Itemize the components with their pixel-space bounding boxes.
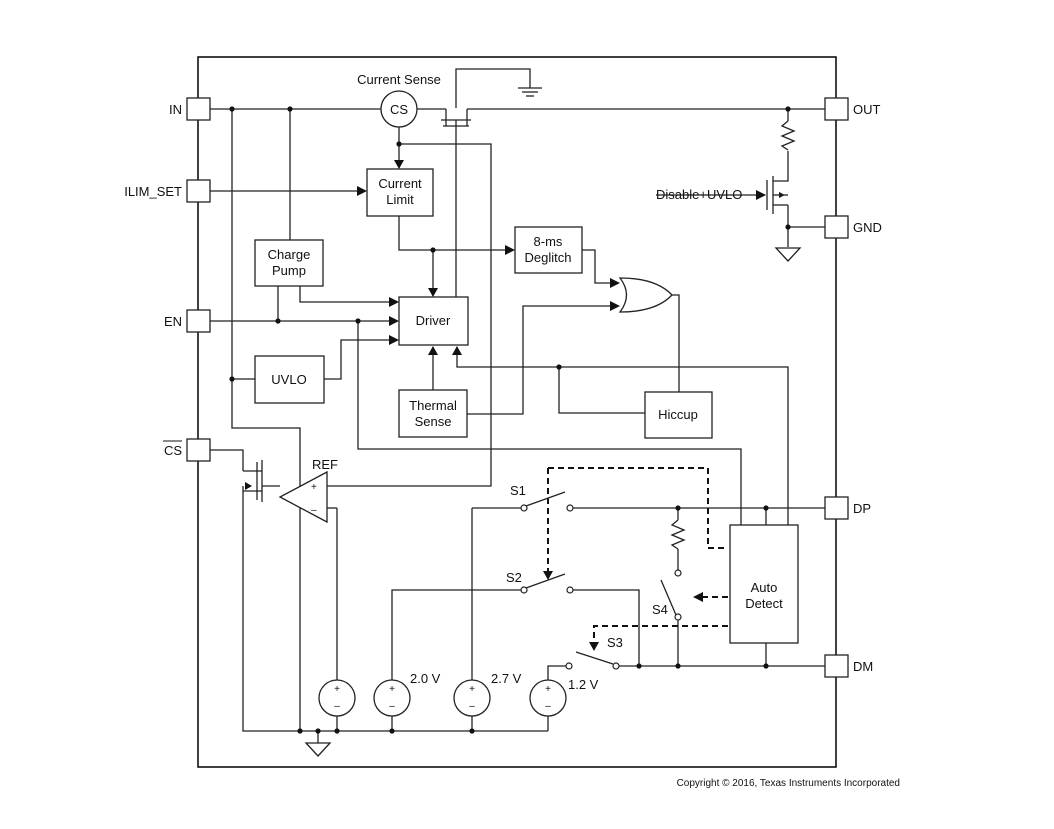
deglitch-block	[514, 226, 583, 274]
uvlo-block	[254, 355, 325, 404]
pin-en-label: EN	[164, 314, 182, 329]
thermal-sense-label-2: Sense	[415, 414, 452, 429]
current-limit-label-1: Current	[378, 176, 422, 191]
pin-in	[186, 97, 211, 121]
source-2v0-label: 2.0 V	[410, 671, 441, 686]
source-1v2-minus: –	[545, 701, 551, 712]
switch-s4	[660, 569, 682, 621]
deglitch-label-2: Deglitch	[525, 250, 572, 265]
pin-ilim-set-label: ILIM_SET	[124, 184, 182, 199]
wires	[210, 68, 825, 743]
pin-out	[824, 97, 849, 121]
disable-uvlo-label: Disable+UVLO	[656, 187, 742, 202]
charge-pump-label-2: Pump	[272, 263, 306, 278]
switch-s1-label: S1	[510, 483, 526, 498]
pin-dm-label: DM	[853, 659, 873, 674]
ground-symbol-gnd	[774, 247, 802, 262]
pin-ilim-set	[186, 179, 211, 203]
thermal-sense-block	[398, 389, 468, 438]
switch-s4-label: S4	[652, 602, 668, 617]
switch-s3	[565, 651, 620, 670]
source-1v2-label: 1.2 V	[568, 677, 599, 692]
source-2v0-minus: –	[389, 701, 395, 712]
arrow-into-current-limit-left	[357, 186, 367, 196]
switch-s2	[520, 573, 574, 594]
switch-s3-label: S3	[607, 635, 623, 650]
ref-label: REF	[312, 457, 338, 472]
current-limit-block	[366, 168, 434, 217]
arrow-disable-gate	[756, 190, 766, 200]
source-2v7-plus: +	[469, 684, 475, 695]
arrow-nmos-source	[245, 482, 252, 490]
pin-gnd	[824, 215, 849, 239]
auto-detect-block	[729, 524, 799, 644]
arrow-driver-from-hiccup	[452, 346, 462, 355]
pin-in-label: IN	[169, 102, 182, 117]
switch-s1	[520, 491, 574, 512]
current-sense-circle	[380, 90, 418, 128]
current-sense-label: Current Sense	[357, 72, 441, 87]
junction-dots	[229, 106, 791, 734]
ground-symbol-bottom	[304, 742, 332, 757]
arrow-to-s3	[589, 642, 599, 651]
pin-dp	[824, 496, 849, 520]
arrow-into-current-limit-top	[394, 160, 404, 169]
current-limit-label-2: Limit	[386, 192, 414, 207]
source-2v7-label: 2.7 V	[491, 671, 522, 686]
driver-block	[398, 296, 469, 346]
source-ref: + –	[318, 679, 356, 717]
driver-label: Driver	[416, 313, 451, 328]
switch-s2-label: S2	[506, 570, 522, 585]
thermal-sense-label-1: Thermal	[409, 398, 457, 413]
hiccup-label: Hiccup	[658, 407, 698, 422]
ref-comparator	[278, 470, 328, 524]
auto-detect-label-1: Auto	[751, 580, 778, 595]
power-fet	[441, 109, 471, 127]
ground-symbol-top	[518, 87, 542, 97]
source-2v0: + –	[373, 679, 411, 717]
arrow-into-deglitch	[505, 245, 515, 255]
comparator-plus: +	[311, 482, 317, 493]
arrow-into-driver-3	[389, 335, 399, 345]
pins	[186, 97, 849, 678]
pin-cs-label: CS	[164, 443, 182, 458]
hiccup-block	[644, 391, 713, 439]
comparator-minus: –	[311, 505, 317, 516]
pin-out-label: OUT	[853, 102, 881, 117]
copyright-text: Copyright © 2016, Texas Instruments Inco…	[677, 778, 900, 789]
arrow-into-driver-top	[428, 288, 438, 297]
pin-cs	[186, 438, 211, 462]
discharge-nmos	[766, 173, 789, 214]
source-2v7-minus: –	[469, 701, 475, 712]
arrow-or-input-1	[610, 278, 620, 288]
charge-pump-label-1: Charge	[268, 247, 311, 262]
cs-circle-label: CS	[390, 102, 408, 117]
or-gate	[618, 277, 673, 313]
deglitch-label-1: 8-ms	[534, 234, 563, 249]
charge-pump-block	[254, 239, 324, 287]
source-2v0-plus: +	[389, 684, 395, 695]
source-1v2: + –	[529, 679, 567, 717]
source-1v2-plus: +	[545, 684, 551, 695]
device-outline	[197, 56, 837, 768]
auto-detect-label-2: Detect	[745, 596, 783, 611]
pin-en	[186, 309, 211, 333]
switch-control-lines	[547, 467, 728, 642]
arrow-to-s2	[543, 571, 553, 580]
arrow-or-input-2	[610, 301, 620, 311]
arrow-driver-from-thermal	[428, 346, 438, 355]
arrow-to-s4	[693, 592, 703, 602]
pin-gnd-label: GND	[853, 220, 882, 235]
pin-dm	[824, 654, 849, 678]
cs-nmos	[243, 460, 263, 502]
uvlo-label: UVLO	[271, 372, 306, 387]
pin-dp-label: DP	[853, 501, 871, 516]
arrow-into-driver-1	[389, 297, 399, 307]
source-ref-plus: +	[334, 684, 340, 695]
source-ref-minus: –	[334, 701, 340, 712]
arrow-into-driver-2	[389, 316, 399, 326]
source-2v7: + –	[453, 679, 491, 717]
